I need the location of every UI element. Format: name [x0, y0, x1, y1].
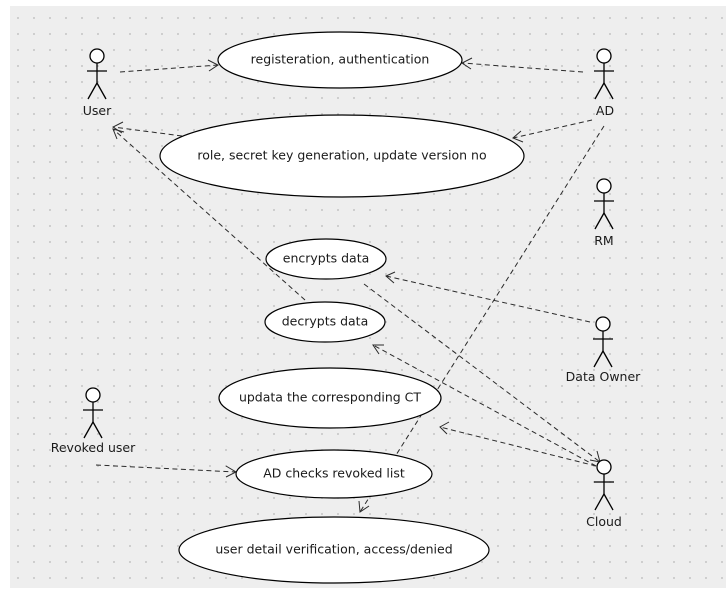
arrowhead-decrypt — [372, 344, 384, 355]
stick-figure-icon — [83, 387, 103, 439]
use-case-user-verification-label: user detail verification, access/denied — [215, 542, 452, 557]
stick-figure-icon — [594, 178, 614, 230]
edge-revoked-adchecks — [95, 464, 237, 473]
arrowhead-registration — [207, 59, 219, 72]
use-case-registration[interactable]: registeration, authentication — [217, 31, 463, 89]
actor-revoked-user-label: Revoked user — [51, 440, 136, 455]
edge-dataowner-encrypt — [385, 275, 591, 323]
actor-revoked-user[interactable]: Revoked user — [51, 387, 136, 455]
edge-decrypt-user — [112, 128, 306, 301]
stick-figure-icon — [87, 48, 107, 100]
stick-figure-icon — [594, 459, 614, 511]
edge-role-user — [112, 126, 183, 137]
arrowhead-role-from-ad — [512, 130, 524, 143]
edge-ad-registration — [461, 62, 584, 73]
stick-figure-icon — [593, 316, 613, 368]
arrowhead-updatect — [439, 421, 450, 435]
arrowhead-user-from-decrypt — [112, 128, 125, 140]
actor-ad-label: AD — [596, 103, 614, 118]
actor-cloud-label: Cloud — [586, 514, 622, 529]
use-case-role-key-generation-label: role, secret key generation, update vers… — [197, 148, 486, 163]
actor-cloud[interactable]: Cloud — [586, 459, 622, 529]
actor-data-owner[interactable]: Data Owner — [566, 316, 641, 384]
use-case-role-key-generation[interactable]: role, secret key generation, update vers… — [159, 114, 525, 198]
actor-data-owner-label: Data Owner — [566, 369, 641, 384]
actor-user-label: User — [83, 103, 112, 118]
use-case-decrypt-data[interactable]: decrypts data — [264, 301, 386, 343]
actor-ad[interactable]: AD — [594, 48, 614, 118]
use-case-update-ct[interactable]: updata the corresponding CT — [218, 367, 442, 429]
actor-user[interactable]: User — [83, 48, 112, 118]
dotted-grid — [10, 6, 726, 588]
actor-rm-label: RM — [594, 233, 613, 248]
stick-figure-icon — [594, 48, 614, 100]
use-case-encrypt-data-label: encrypts data — [283, 251, 370, 266]
use-case-encrypt-data[interactable]: encrypts data — [265, 238, 387, 280]
arrowhead-encrypt — [385, 271, 396, 284]
use-case-ad-checks-revoked-label: AD checks revoked list — [263, 466, 405, 481]
use-case-update-ct-label: updata the corresponding CT — [239, 390, 421, 405]
use-case-ad-checks-revoked[interactable]: AD checks revoked list — [235, 449, 433, 499]
actor-rm[interactable]: RM — [594, 178, 614, 248]
use-case-registration-label: registeration, authentication — [251, 52, 430, 67]
edge-cloud-updatect — [439, 426, 597, 467]
use-case-user-verification[interactable]: user detail verification, access/denied — [178, 516, 490, 584]
use-case-decrypt-data-label: decrypts data — [282, 314, 369, 329]
edge-encrypt-cloud — [363, 283, 601, 463]
arrowhead-verification — [358, 500, 370, 513]
